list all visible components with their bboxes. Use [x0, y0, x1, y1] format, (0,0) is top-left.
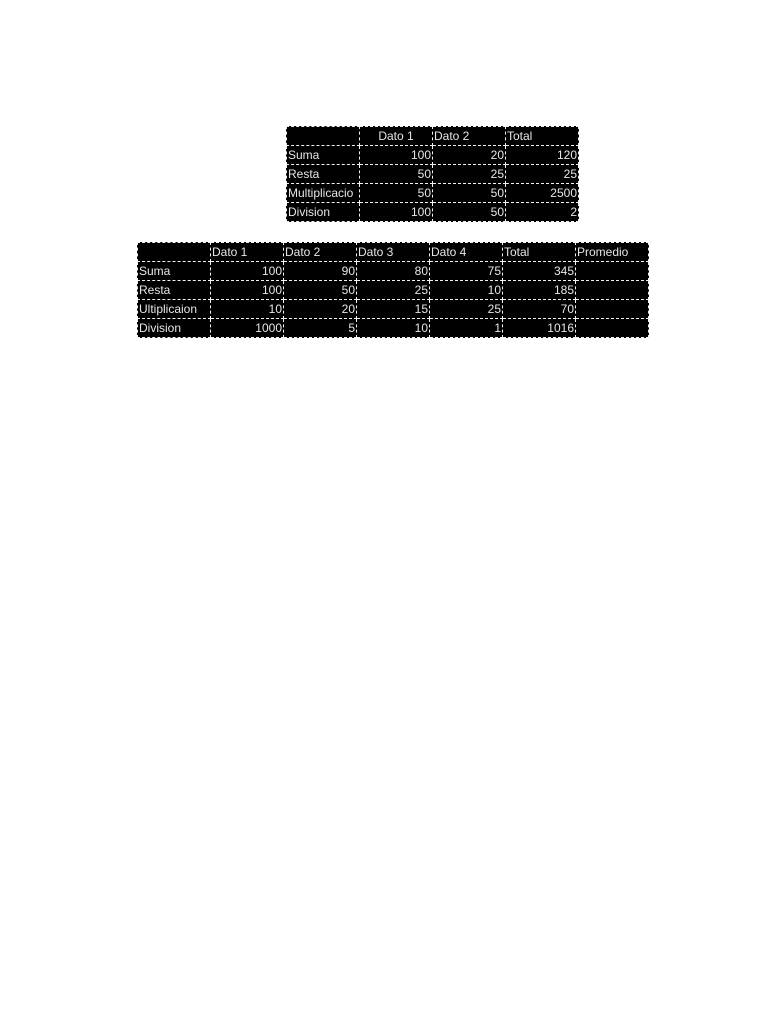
average-cell: [575, 280, 649, 300]
header-cell: Dato 3: [356, 242, 430, 262]
data-cell: 50: [359, 164, 433, 184]
row-label-cell: Ultiplicaion: [137, 299, 211, 319]
total-cell: 185: [502, 280, 576, 300]
total-cell: 345: [502, 261, 576, 281]
table-row: Resta 100 50 25 10 185: [137, 280, 649, 300]
table-row: Resta 50 25 25: [286, 164, 579, 184]
row-label-cell: Resta: [137, 280, 211, 300]
data-cell: 25: [429, 299, 503, 319]
total-cell: 2: [505, 202, 579, 222]
data-cell: 50: [359, 183, 433, 203]
header-cell: Total: [505, 126, 579, 146]
data-cell: 10: [210, 299, 284, 319]
row-label-cell: Suma: [286, 145, 360, 165]
data-cell: 80: [356, 261, 430, 281]
header-cell: Dato 1: [210, 242, 284, 262]
total-cell: 1016: [502, 318, 576, 338]
total-cell: 70: [502, 299, 576, 319]
table-row: Suma 100 20 120: [286, 145, 579, 165]
data-cell: 50: [283, 280, 357, 300]
row-label-cell: Division: [137, 318, 211, 338]
total-cell: 2500: [505, 183, 579, 203]
operations-table-large: Dato 1 Dato 2 Dato 3 Dato 4 Total Promed…: [137, 242, 649, 338]
data-cell: 10: [429, 280, 503, 300]
data-cell: 100: [210, 280, 284, 300]
data-cell: 15: [356, 299, 430, 319]
data-cell: 10: [356, 318, 430, 338]
operations-table-small: Dato 1 Dato 2 Total Suma 100 20 120 Rest…: [286, 126, 579, 222]
average-cell: [575, 299, 649, 319]
data-cell: 1000: [210, 318, 284, 338]
data-cell: 50: [432, 183, 506, 203]
table-row: Ultiplicaion 10 20 15 25 70: [137, 299, 649, 319]
table-row: Suma 100 90 80 75 345: [137, 261, 649, 281]
table-header-row: Dato 1 Dato 2 Total: [286, 126, 579, 146]
header-cell: Promedio: [575, 242, 649, 262]
data-cell: 90: [283, 261, 357, 281]
table-row: Division 1000 5 10 1 1016: [137, 318, 649, 338]
data-cell: 20: [283, 299, 357, 319]
data-cell: 1: [429, 318, 503, 338]
header-cell: [286, 126, 360, 146]
header-cell: Dato 2: [432, 126, 506, 146]
data-cell: 50: [432, 202, 506, 222]
data-cell: 100: [359, 202, 433, 222]
data-cell: 25: [356, 280, 430, 300]
table-row: Division 100 50 2: [286, 202, 579, 222]
data-cell: 100: [210, 261, 284, 281]
header-cell: Dato 2: [283, 242, 357, 262]
table-row: Multiplicacio 50 50 2500: [286, 183, 579, 203]
table-header-row: Dato 1 Dato 2 Dato 3 Dato 4 Total Promed…: [137, 242, 649, 262]
header-cell: Dato 4: [429, 242, 503, 262]
total-cell: 25: [505, 164, 579, 184]
row-label-cell: Multiplicacio: [286, 183, 360, 203]
row-label-cell: Division: [286, 202, 360, 222]
row-label-cell: Suma: [137, 261, 211, 281]
data-cell: 5: [283, 318, 357, 338]
header-cell: Dato 1: [359, 126, 433, 146]
data-cell: 20: [432, 145, 506, 165]
data-cell: 75: [429, 261, 503, 281]
header-cell: Total: [502, 242, 576, 262]
total-cell: 120: [505, 145, 579, 165]
data-cell: 100: [359, 145, 433, 165]
header-cell: [137, 242, 211, 262]
data-cell: 25: [432, 164, 506, 184]
row-label-cell: Resta: [286, 164, 360, 184]
average-cell: [575, 261, 649, 281]
average-cell: [575, 318, 649, 338]
